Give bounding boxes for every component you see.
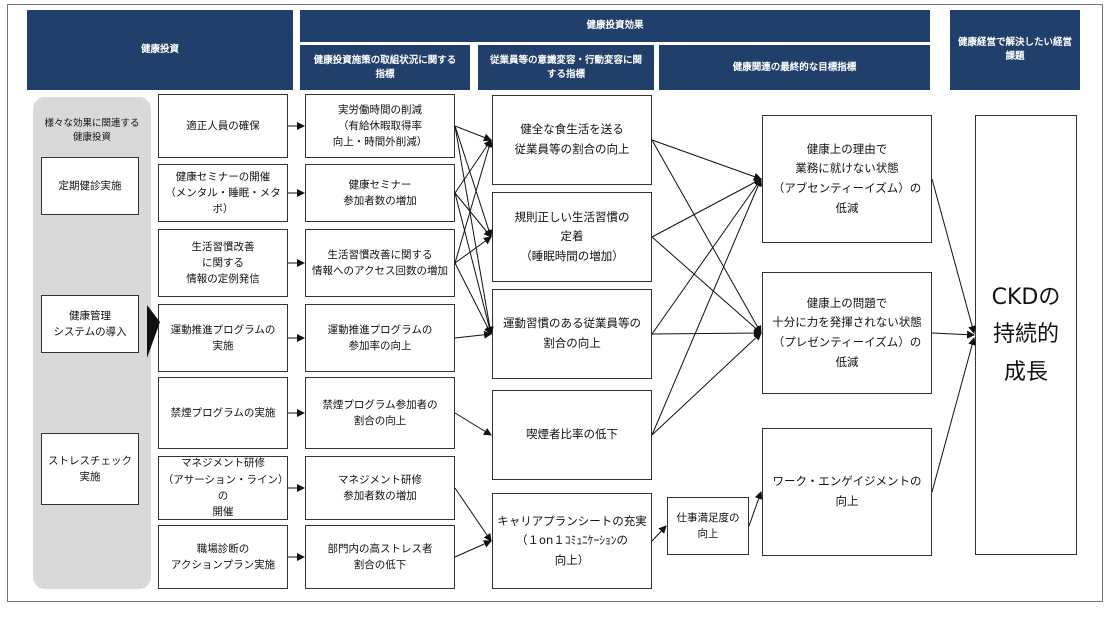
measure-indicator-box: 生活習慣改善に関する 情報へのアクセス回数の増加 — [305, 229, 455, 297]
measure-indicator-box: マネジメント研修 参加者数の増加 — [305, 456, 455, 520]
behavior-indicator-box: 健全な食生活を送る 従業員等の割合の向上 — [492, 95, 652, 185]
ckd-growth-box: CKDの 持続的 成長 — [975, 115, 1077, 555]
measure-indicator-box: 健康セミナー 参加者数の増加 — [305, 164, 455, 222]
behavior-indicator-box: 規則正しい生活習慣の 定着 （睡眠時間の増加） — [492, 192, 652, 282]
investment-item: 健康管理 システムの導入 — [41, 295, 139, 353]
behavior-indicator-box: キャリアプランシートの充実 （１on１ｺﾐｭﾆｹｰｼｮﾝの 向上） — [492, 493, 652, 589]
big-arrow-icon — [147, 305, 160, 358]
measure-indicator-box: 部門内の高ストレス者 割合の低下 — [305, 525, 455, 589]
header-issue: 健康経営で解決したい経営 課題 — [950, 10, 1080, 90]
measure-box: 禁煙プログラムの実施 — [158, 377, 288, 449]
header-final-indicator: 健康関連の最終的な目標指標 — [659, 45, 930, 90]
measure-box: 生活習慣改善 に関する 情報の定例発信 — [158, 229, 288, 297]
header-behavior-indicator: 従業員等の意識変容・行動変容に関 する指標 — [478, 45, 654, 90]
measure-box: マネジメント研修 （アサーション・ライン）の 開催 — [158, 456, 288, 520]
header-investment: 健康投資 — [27, 10, 293, 90]
measure-box: 運動推進プログラムの 実施 — [158, 304, 288, 372]
header-effect: 健康投資効果 — [300, 10, 930, 42]
investment-item: ストレスチェック 実施 — [41, 433, 139, 505]
measure-box: 適正人員の確保 — [158, 94, 288, 158]
investment-group-label: 様々な効果に関連する 健康投資 — [44, 118, 140, 144]
measure-box: 職場診断の アクションプラン実施 — [158, 525, 288, 589]
header-measure-indicator: 健康投資施策の取組状況に関する 指標 — [300, 45, 470, 90]
diagram-frame — [7, 4, 1103, 602]
final-indicator-box: 健康上の問題で 十分に力を発揮されない状態 （プレゼンティーイズム）の 低減 — [762, 272, 932, 394]
measure-indicator-box: 禁煙プログラム参加者の 割合の向上 — [305, 377, 455, 449]
investment-item: 定期健診実施 — [41, 157, 139, 215]
behavior-indicator-box: 運動習慣のある従業員等の 割合の向上 — [492, 289, 652, 379]
behavior-indicator-box: 喫煙者比率の低下 — [492, 390, 652, 480]
final-indicator-box: ワーク・エンゲイジメントの 向上 — [762, 428, 932, 556]
final-indicator-box: 健康上の理由で 業務に就けない状態 （アブセンティーイズム）の 低減 — [762, 115, 932, 243]
measure-indicator-box: 実労働時間の削減 （有給休暇取得率 向上・時間外削減） — [305, 94, 455, 158]
measure-indicator-box: 運動推進プログラムの 参加率の向上 — [305, 304, 455, 372]
job-satisfaction-box: 仕事満足度の 向上 — [667, 497, 749, 555]
measure-box: 健康セミナーの開催 （メンタル・睡眠・メタボ） — [158, 164, 288, 222]
